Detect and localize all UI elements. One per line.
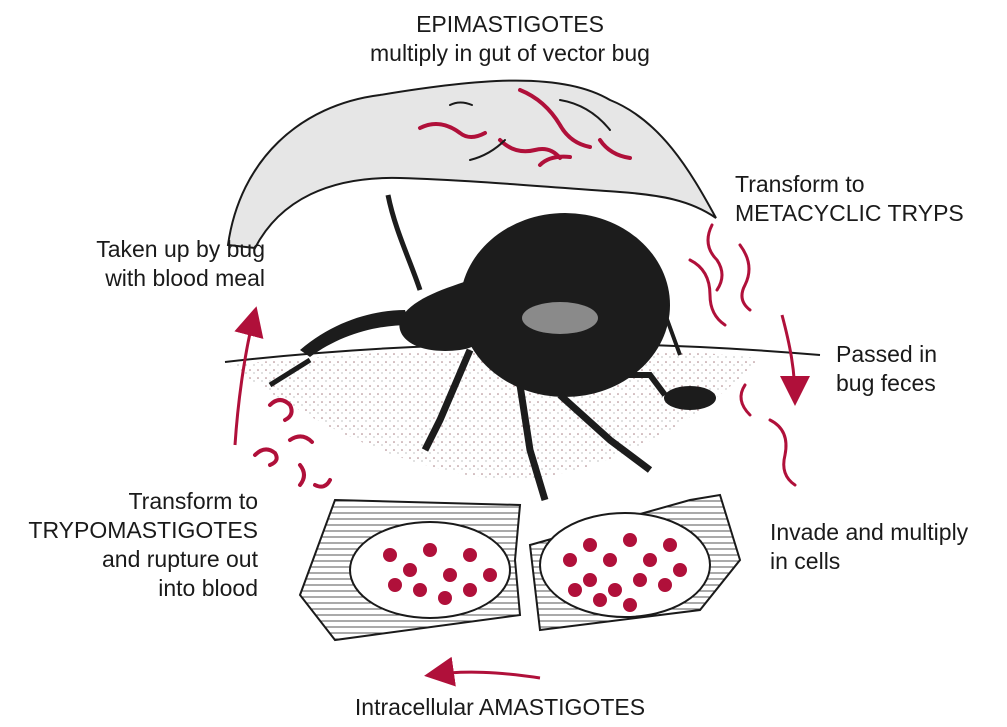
label-invade-line2: in cells [770,547,968,576]
label-taken-up-line1: Taken up by bug [45,235,265,264]
label-trypo-line4: into blood [0,574,258,603]
label-epimastigotes-desc: multiply in gut of vector bug [340,39,680,68]
label-trypo-line1: Transform to [0,487,258,516]
host-cell-right [530,495,740,630]
label-amastigotes-line1: Intracellular AMASTIGOTES [300,693,700,722]
label-passed-line1: Passed in [836,340,937,369]
label-taken-up: Taken up by bug with blood meal [45,235,265,293]
host-cell-left [300,500,520,640]
label-passed-line2: bug feces [836,369,937,398]
label-epimastigotes-title: EPIMASTIGOTES [340,10,680,39]
label-taken-up-line2: with blood meal [45,264,265,293]
label-invade: Invade and multiply in cells [770,518,968,576]
label-metacyclic-line2: METACYCLIC TRYPS [735,199,964,228]
label-epimastigotes: EPIMASTIGOTES multiply in gut of vector … [340,10,680,68]
label-amastigotes: Intracellular AMASTIGOTES [300,693,700,722]
label-metacyclic-line1: Transform to [735,170,964,199]
label-invade-line1: Invade and multiply [770,518,968,547]
label-trypo-line2: TRYPOMASTIGOTES [0,516,258,545]
arrow-passed-in-feces [782,315,795,400]
label-trypo-line3: and rupture out [0,545,258,574]
arrow-amastigotes [430,672,540,678]
label-metacyclic: Transform to METACYCLIC TRYPS [735,170,964,228]
label-passed-in-feces: Passed in bug feces [836,340,937,398]
label-trypomastigotes: Transform to TRYPOMASTIGOTES and rupture… [0,487,258,603]
